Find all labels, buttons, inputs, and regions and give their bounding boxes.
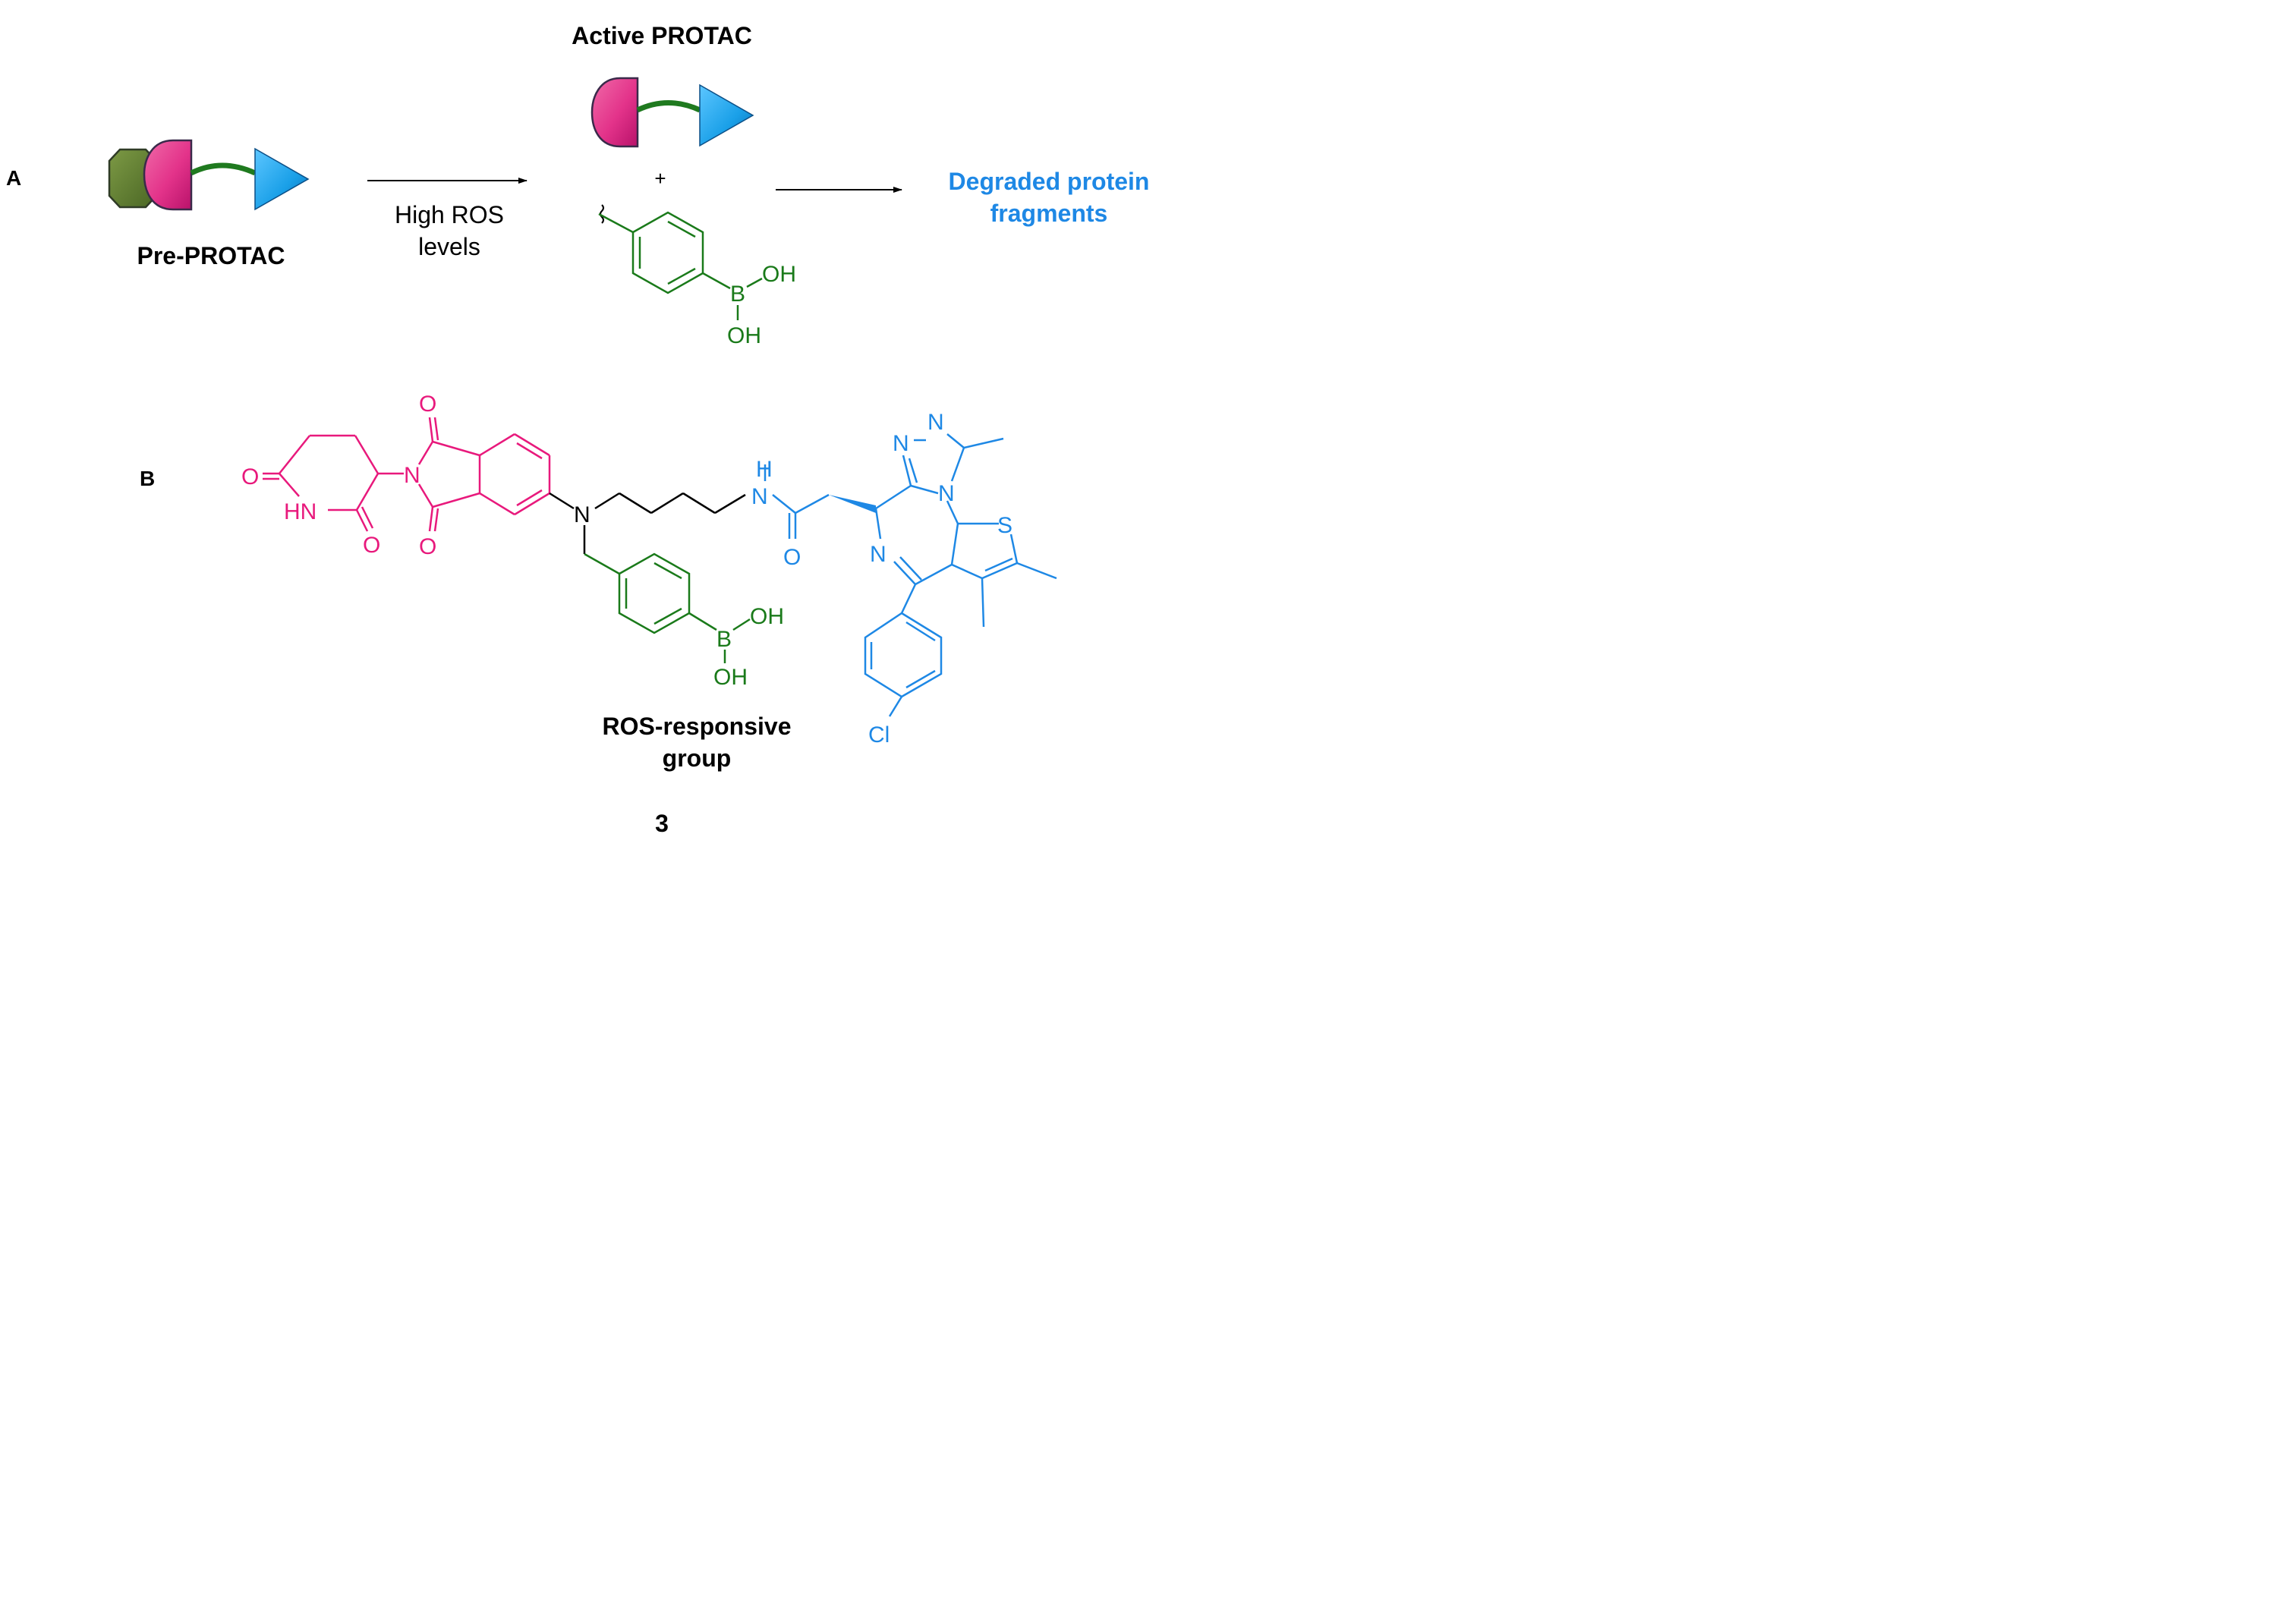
- pre-protac-cartoon: [108, 139, 310, 211]
- pink-atom-n-imide: N: [404, 463, 420, 488]
- plus-sign: +: [654, 167, 666, 190]
- boron-atom: B: [716, 627, 732, 652]
- amide-h: H: [756, 457, 773, 482]
- arrow1-label-line2: levels: [418, 233, 480, 260]
- pink-atom-o-lower: O: [419, 534, 436, 559]
- thiophene-s: S: [997, 513, 1012, 538]
- diazepine-n: N: [870, 542, 886, 567]
- degraded-fragments-line2: fragments: [990, 200, 1108, 227]
- degraded-fragments-line1: Degraded protein: [949, 168, 1150, 195]
- amide-n: N: [751, 484, 768, 509]
- byproduct-oh-2: OH: [727, 323, 761, 348]
- linker-curve: [190, 162, 257, 176]
- triazole-n-1: N: [893, 431, 909, 456]
- chlorine-atom: Cl: [868, 722, 890, 747]
- b-oh-bond-1: [746, 277, 763, 288]
- ros-group-label-line1: ROS-responsive: [603, 713, 792, 740]
- panel-a-label: A: [6, 166, 21, 190]
- active-protac-label: Active PROTAC: [572, 22, 752, 49]
- benzene-ring: [631, 211, 704, 294]
- e3-ligand-halfdisc-icon: [143, 139, 193, 211]
- panel-b-label: B: [140, 467, 155, 490]
- byproduct-boron: B: [730, 282, 745, 307]
- arrow1-label-line1: High ROS: [395, 201, 504, 228]
- stereo-wedge-bond: [829, 495, 876, 513]
- protac-scheme-figure: A Pre-PROTAC High ROS levels Active PROT…: [6, 22, 1150, 837]
- pink-atom-o-top: O: [419, 392, 436, 417]
- boronic-byproduct: [598, 204, 731, 294]
- triazole-n-2: N: [927, 410, 944, 435]
- boron-oh-lower: OH: [713, 665, 748, 690]
- benzylboronic-bonds: [584, 552, 751, 663]
- poi-ligand-triangle-icon: [699, 83, 754, 147]
- poi-ligand-triangle-icon: [254, 147, 310, 211]
- linker-bonds: [549, 492, 746, 554]
- amide-o: O: [783, 545, 801, 570]
- jq1-bonds: [764, 433, 1057, 717]
- byproduct-oh-1: OH: [762, 262, 796, 287]
- pre-protac-label: Pre-PROTAC: [137, 242, 285, 269]
- compound-number: 3: [655, 810, 669, 837]
- linker-curve: [636, 100, 701, 113]
- pink-atom-o-bottom: O: [363, 533, 380, 558]
- boron-oh-upper: OH: [750, 604, 784, 629]
- e3-ligand-halfdisc-icon: [590, 77, 639, 148]
- pink-atom-nh: HN: [284, 499, 316, 524]
- pink-atom-o-left: O: [241, 464, 259, 489]
- ros-group-label-line2: group: [663, 744, 732, 772]
- amine-n: N: [574, 502, 590, 527]
- pomalidomide-bonds: [263, 417, 551, 532]
- triazole-n-3: N: [938, 481, 955, 506]
- active-protac-cartoon: [590, 77, 754, 148]
